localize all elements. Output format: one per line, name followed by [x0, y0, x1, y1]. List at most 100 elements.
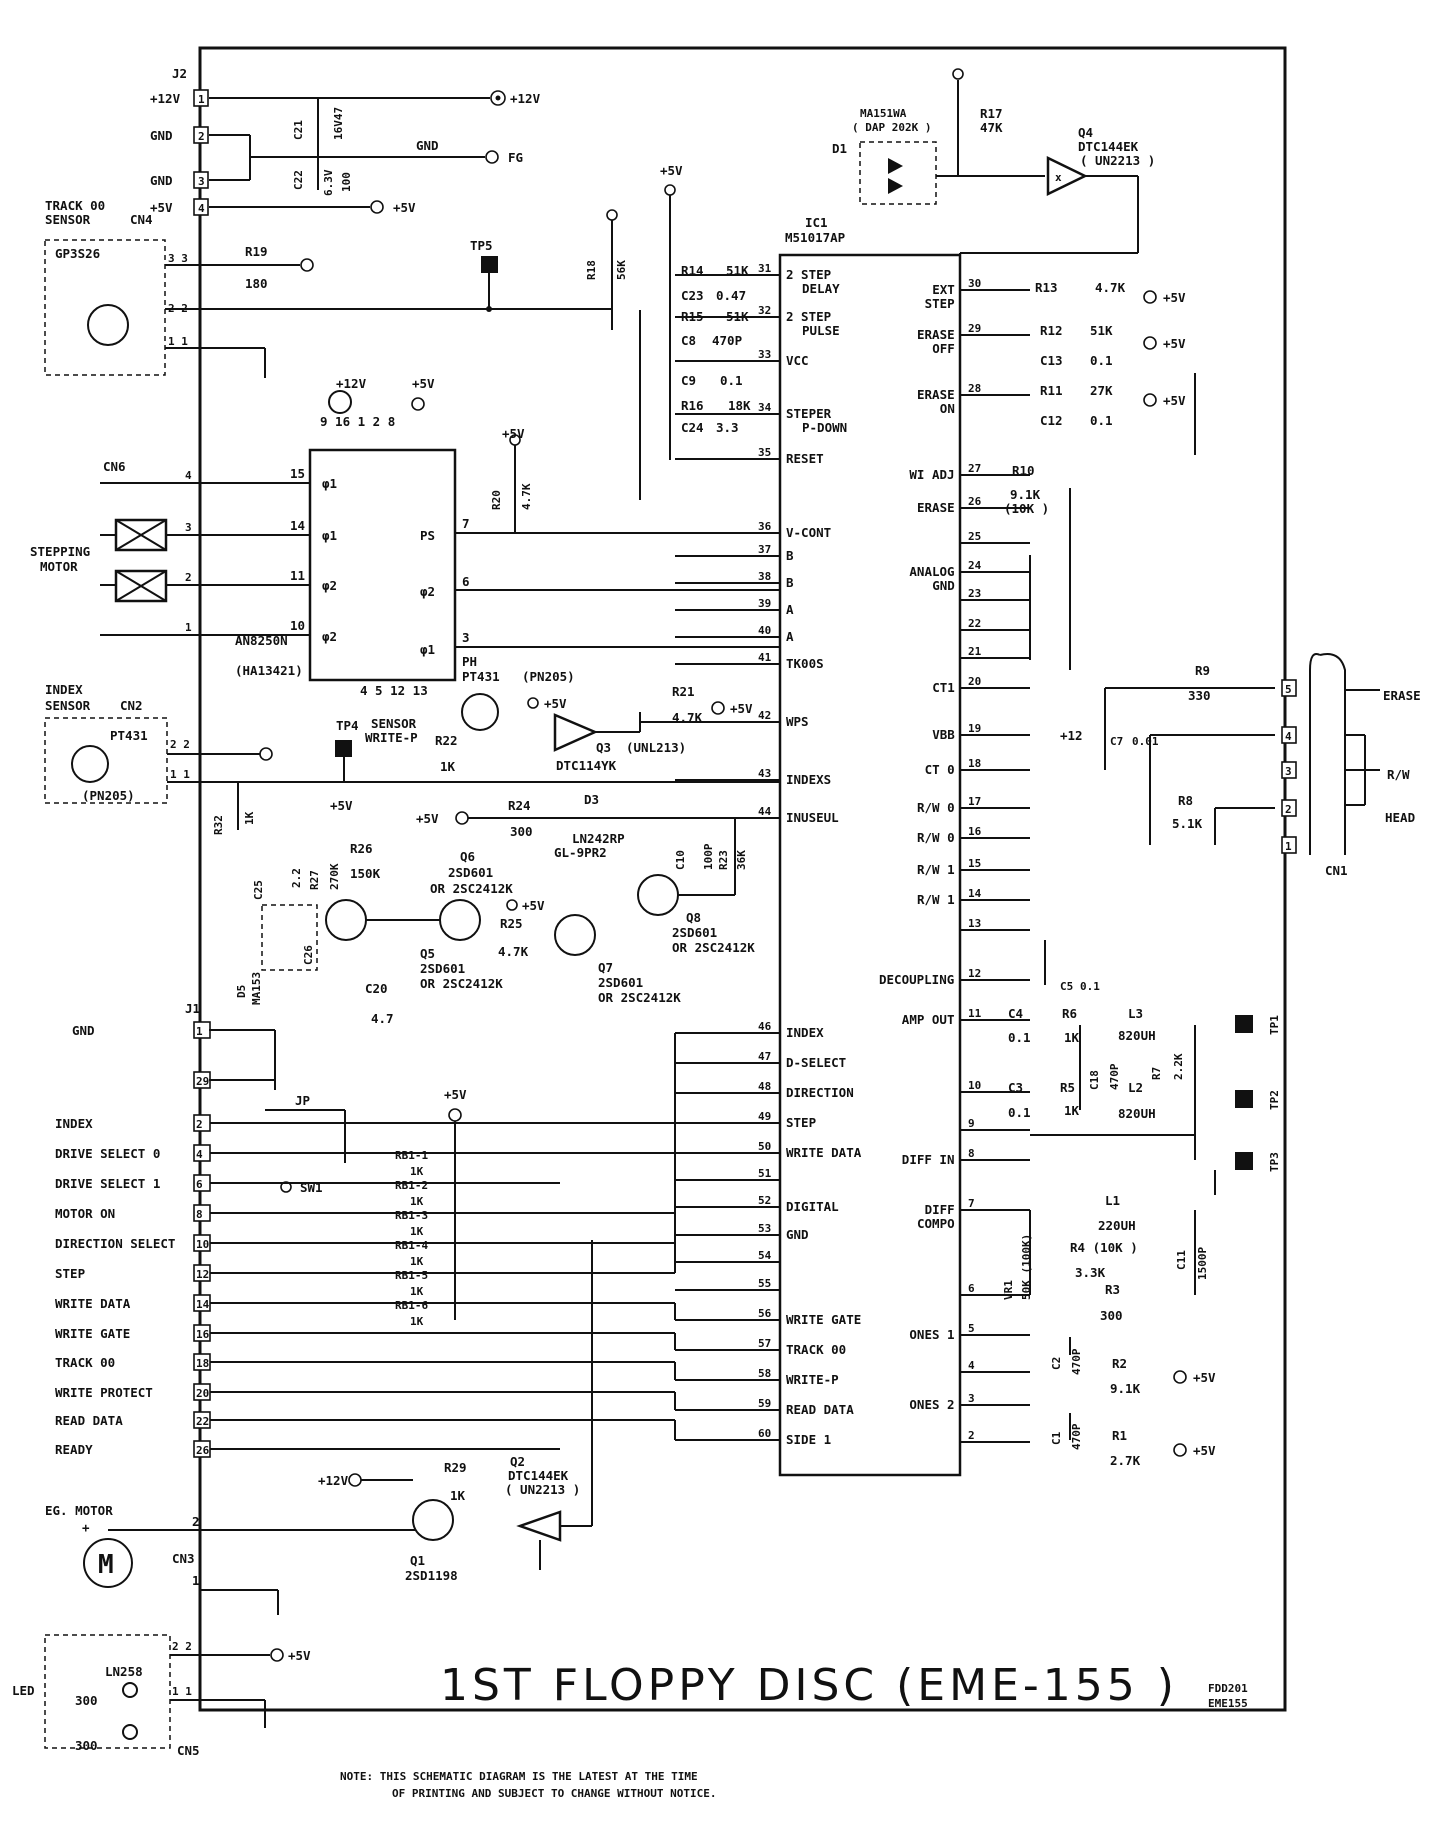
ic1-left-pin-number: 48 — [758, 1080, 771, 1093]
driver-pins-top: 9 16 1 2 8 — [320, 414, 395, 429]
r20-val: 4.7K — [520, 483, 533, 510]
r3-ref: R3 — [1105, 1282, 1120, 1297]
r14-val: 51K — [726, 263, 749, 278]
c24-ref: C24 — [681, 420, 704, 435]
plus5-r24: +5V — [416, 811, 439, 826]
d3-alt: GL-9PR2 — [554, 845, 607, 860]
resistor-bank-value: 1K — [410, 1225, 424, 1238]
ic1-left-pin-label: WRITE-P — [786, 1372, 839, 1387]
r9-ref: R9 — [1195, 663, 1210, 678]
j1-pin-number: 10 — [196, 1238, 209, 1251]
c18-val: 470P — [1108, 1063, 1121, 1090]
ic1-left-pin-number: 47 — [758, 1050, 771, 1063]
ic1-right-pin-label: CT1 — [932, 680, 955, 695]
plus5-driver: +5V — [412, 376, 435, 391]
ic1-right-pin-label: DIFF — [925, 1202, 955, 1217]
led-section: LED LN258 300 300 CN5 2 2 1 1 +5V — [12, 1634, 311, 1758]
plus5-r20: +5V — [502, 426, 525, 441]
ws-label2: WRITE-P — [365, 730, 418, 745]
c20-ref: C20 — [365, 981, 388, 996]
drv-p6: 6 — [462, 574, 470, 589]
ic1-right-pin-number: 15 — [968, 857, 981, 870]
q4-ref: Q4 — [1078, 125, 1093, 140]
drv-phi1: φ1 — [322, 476, 337, 491]
ic1-left-pin-label: 2 STEP — [786, 309, 831, 324]
plus12-vbb: +12 — [1060, 728, 1083, 743]
ic1-left-pin-number: 58 — [758, 1367, 771, 1380]
q3-part: DTC114YK — [556, 758, 617, 773]
j1-pin-number: 20 — [196, 1387, 209, 1400]
r13-ref: R13 — [1035, 280, 1058, 295]
cn6-label: CN6 — [103, 459, 126, 474]
j1-pin-number: 6 — [196, 1178, 203, 1191]
d5-part: MA153 — [250, 972, 263, 1005]
cn5-p2: 2 2 — [172, 1640, 192, 1653]
j1-ref: J1 — [185, 1001, 200, 1016]
ic1-left-pin-number: 38 — [758, 570, 771, 583]
write-protect-sensor: PH PT431 (PN205) SENSOR WRITE-P TP4 R22 … — [335, 654, 780, 782]
plus5-r26: +5V — [330, 798, 353, 813]
ic1-right-pin-label: ERASE — [917, 500, 955, 515]
ic1-left-pin-label: STEP — [786, 1115, 816, 1130]
drv-phi2r: φ2 — [420, 584, 435, 599]
ic1-right-components: R13 4.7K +5V R12 51K +5V C13 0.1 R11 27K… — [1002, 280, 1281, 1468]
ic1-right-pin-label: DECOUPLING — [879, 972, 954, 987]
c22-value2: 100 — [340, 172, 353, 192]
q4-x: x — [1055, 171, 1062, 184]
r1-ref: R1 — [1112, 1428, 1127, 1443]
r2-val: 9.1K — [1110, 1381, 1141, 1396]
resistor-bank-value: 1K — [410, 1255, 424, 1268]
plus5-r1: +5V — [1193, 1443, 1216, 1458]
ic1-left-pin-label2: P-DOWN — [802, 420, 847, 435]
q7-ref: Q7 — [598, 960, 613, 975]
plus12-driver: +12V — [336, 376, 367, 391]
r14-ref: R14 — [681, 263, 704, 278]
ic1-right-pin-number: 11 — [968, 1007, 982, 1020]
c21-value: 16V47 — [332, 107, 345, 140]
ws-label1: SENSOR — [371, 716, 417, 731]
gnd-label-top: GND — [416, 138, 439, 153]
ic1-right-pin-number: 17 — [968, 795, 981, 808]
r3-val: 300 — [1100, 1308, 1123, 1323]
ic1-right-pin-number: 8 — [968, 1147, 975, 1160]
ic1-left-pin-label: D-SELECT — [786, 1055, 846, 1070]
drv-p10: 10 — [290, 618, 305, 633]
j1-pin-number: 2 — [196, 1118, 203, 1131]
j1-pin-label: WRITE GATE — [55, 1326, 130, 1341]
ic1-left-pin-number: 43 — [758, 767, 771, 780]
c12-val: 0.1 — [1090, 413, 1113, 428]
driver-pins-bottom: 4 5 12 13 — [360, 683, 428, 698]
c2-ref: C2 — [1050, 1357, 1063, 1370]
plus5-q: +5V — [522, 898, 545, 913]
q7-alt: OR 2SC2412K — [598, 990, 681, 1005]
c1-ref: C1 — [1050, 1431, 1063, 1445]
ic1-left-pin-label: B — [786, 575, 794, 590]
c25-val: 2.2 — [290, 868, 303, 888]
r27-ref: R27 — [308, 870, 321, 890]
cn1-pin-box — [1281, 799, 1297, 817]
r24-ref: R24 — [508, 798, 531, 813]
l2-ref: L2 — [1128, 1080, 1143, 1095]
q6-ref: Q6 — [460, 849, 475, 864]
r20-ref: R20 — [490, 490, 503, 510]
r10-ref: R10 — [1012, 463, 1035, 478]
tp5-label: TP5 — [470, 238, 493, 253]
j2-pin-box — [193, 126, 209, 144]
ic1-left-pin-label: RESET — [786, 451, 824, 466]
cn2-p1: 1 1 — [170, 768, 190, 781]
plus5-rb: +5V — [444, 1087, 467, 1102]
d1-ref: D1 — [832, 141, 847, 156]
r9-val: 330 — [1188, 688, 1211, 703]
ic1-right-pin-label2: STEP — [925, 296, 955, 311]
ic1-right-pin-label: CT 0 — [925, 762, 955, 777]
l3-val: 820UH — [1118, 1028, 1156, 1043]
ic1-right-pin-label: ONES 2 — [909, 1397, 954, 1412]
q5-alt: OR 2SC2412K — [420, 976, 503, 991]
ic1-right-pin-label: R/W 1 — [917, 862, 955, 877]
j2-pin-number: 4 — [198, 202, 205, 215]
r27-val: 270K — [328, 863, 341, 890]
q7-part: 2SD601 — [598, 975, 643, 990]
cn1-pin-number: 2 — [1285, 803, 1292, 816]
ic1-right-pin-number: 23 — [968, 587, 981, 600]
